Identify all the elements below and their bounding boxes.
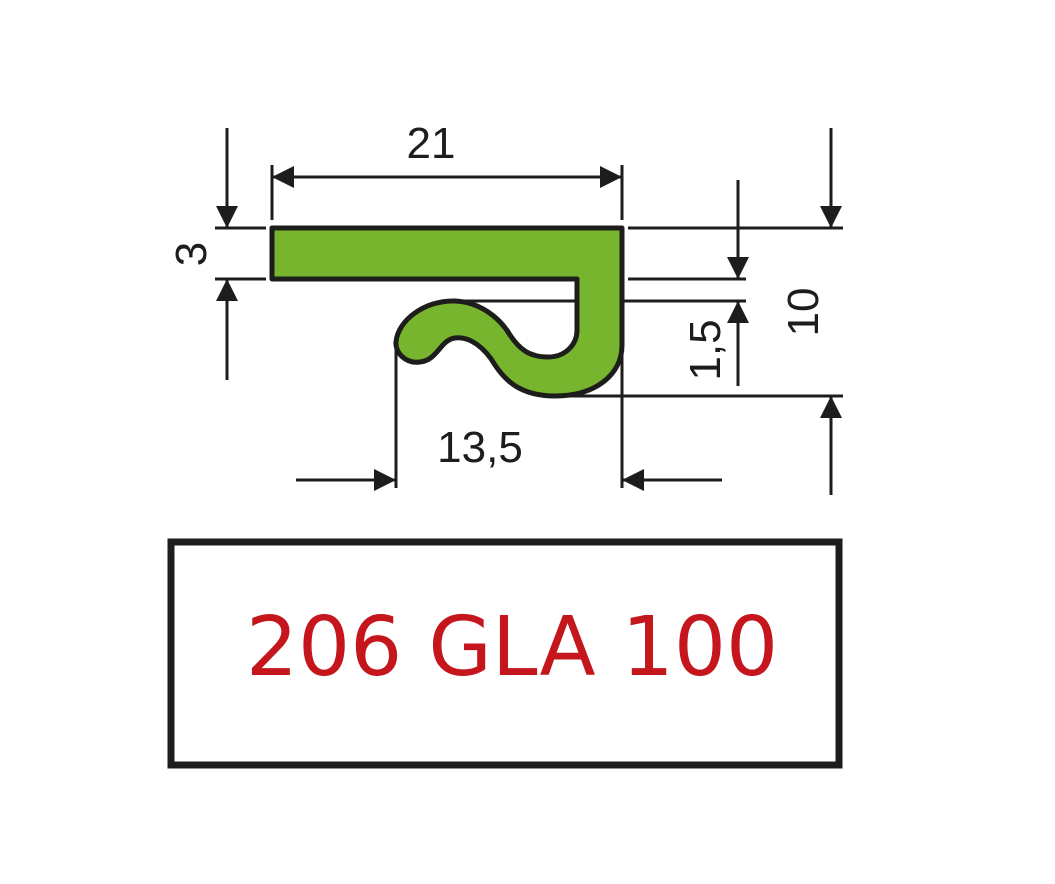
dimension-label-width: 21: [407, 119, 456, 168]
product-code: 206 GLA 100: [246, 600, 778, 695]
dimension-label-height: 10: [779, 288, 828, 337]
profile-cross-section: [269, 225, 625, 399]
dimension-label-gap: 1,5: [681, 319, 730, 380]
dimension-label-hook-width: 13,5: [437, 423, 523, 472]
product-code-box: [167, 538, 843, 769]
dimension-label-thickness: 3: [167, 242, 216, 266]
